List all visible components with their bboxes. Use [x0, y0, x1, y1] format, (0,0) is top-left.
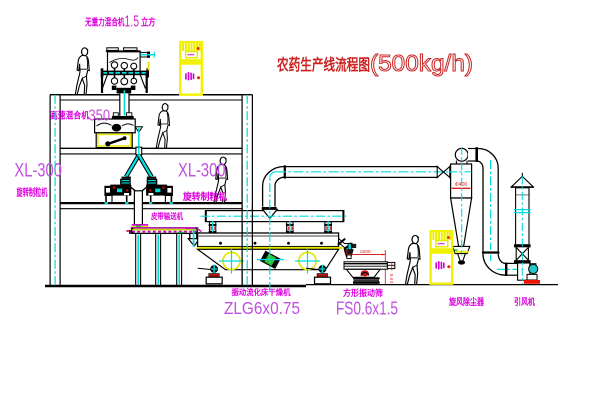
- svg-text:FS0.6x1.5: FS0.6x1.5: [336, 298, 398, 318]
- svg-text:1500: 1500: [360, 249, 371, 254]
- svg-text:XL-300: XL-300: [14, 160, 62, 181]
- svg-text:1.5: 1.5: [125, 13, 140, 30]
- svg-text:方形振动筛: 方形振动筛: [343, 287, 383, 298]
- svg-text:振动流化床干燥机: 振动流化床干燥机: [232, 287, 291, 297]
- svg-text:ZLG6x0.75: ZLG6x0.75: [224, 298, 300, 318]
- svg-text:旋风除尘器: 旋风除尘器: [448, 296, 484, 307]
- svg-text:(500kg/h): (500kg/h): [370, 50, 473, 76]
- svg-text:XL-300: XL-300: [178, 161, 226, 182]
- svg-text:540: 540: [388, 274, 394, 284]
- svg-text:无重力混合机: 无重力混合机: [84, 16, 125, 28]
- svg-text:农药生产线流程图: 农药生产线流程图: [276, 55, 370, 74]
- svg-text:旋转制粒机: 旋转制粒机: [16, 186, 48, 199]
- svg-text:高速混合机: 高速混合机: [50, 109, 90, 120]
- svg-text:皮带输送机: 皮带输送机: [150, 211, 183, 221]
- svg-text:Φ400: Φ400: [455, 182, 467, 188]
- svg-text:350: 350: [89, 107, 111, 124]
- svg-text:引风机: 引风机: [514, 296, 536, 307]
- svg-text:旋转制粒机: 旋转制粒机: [182, 191, 227, 203]
- svg-text:立方: 立方: [141, 16, 156, 28]
